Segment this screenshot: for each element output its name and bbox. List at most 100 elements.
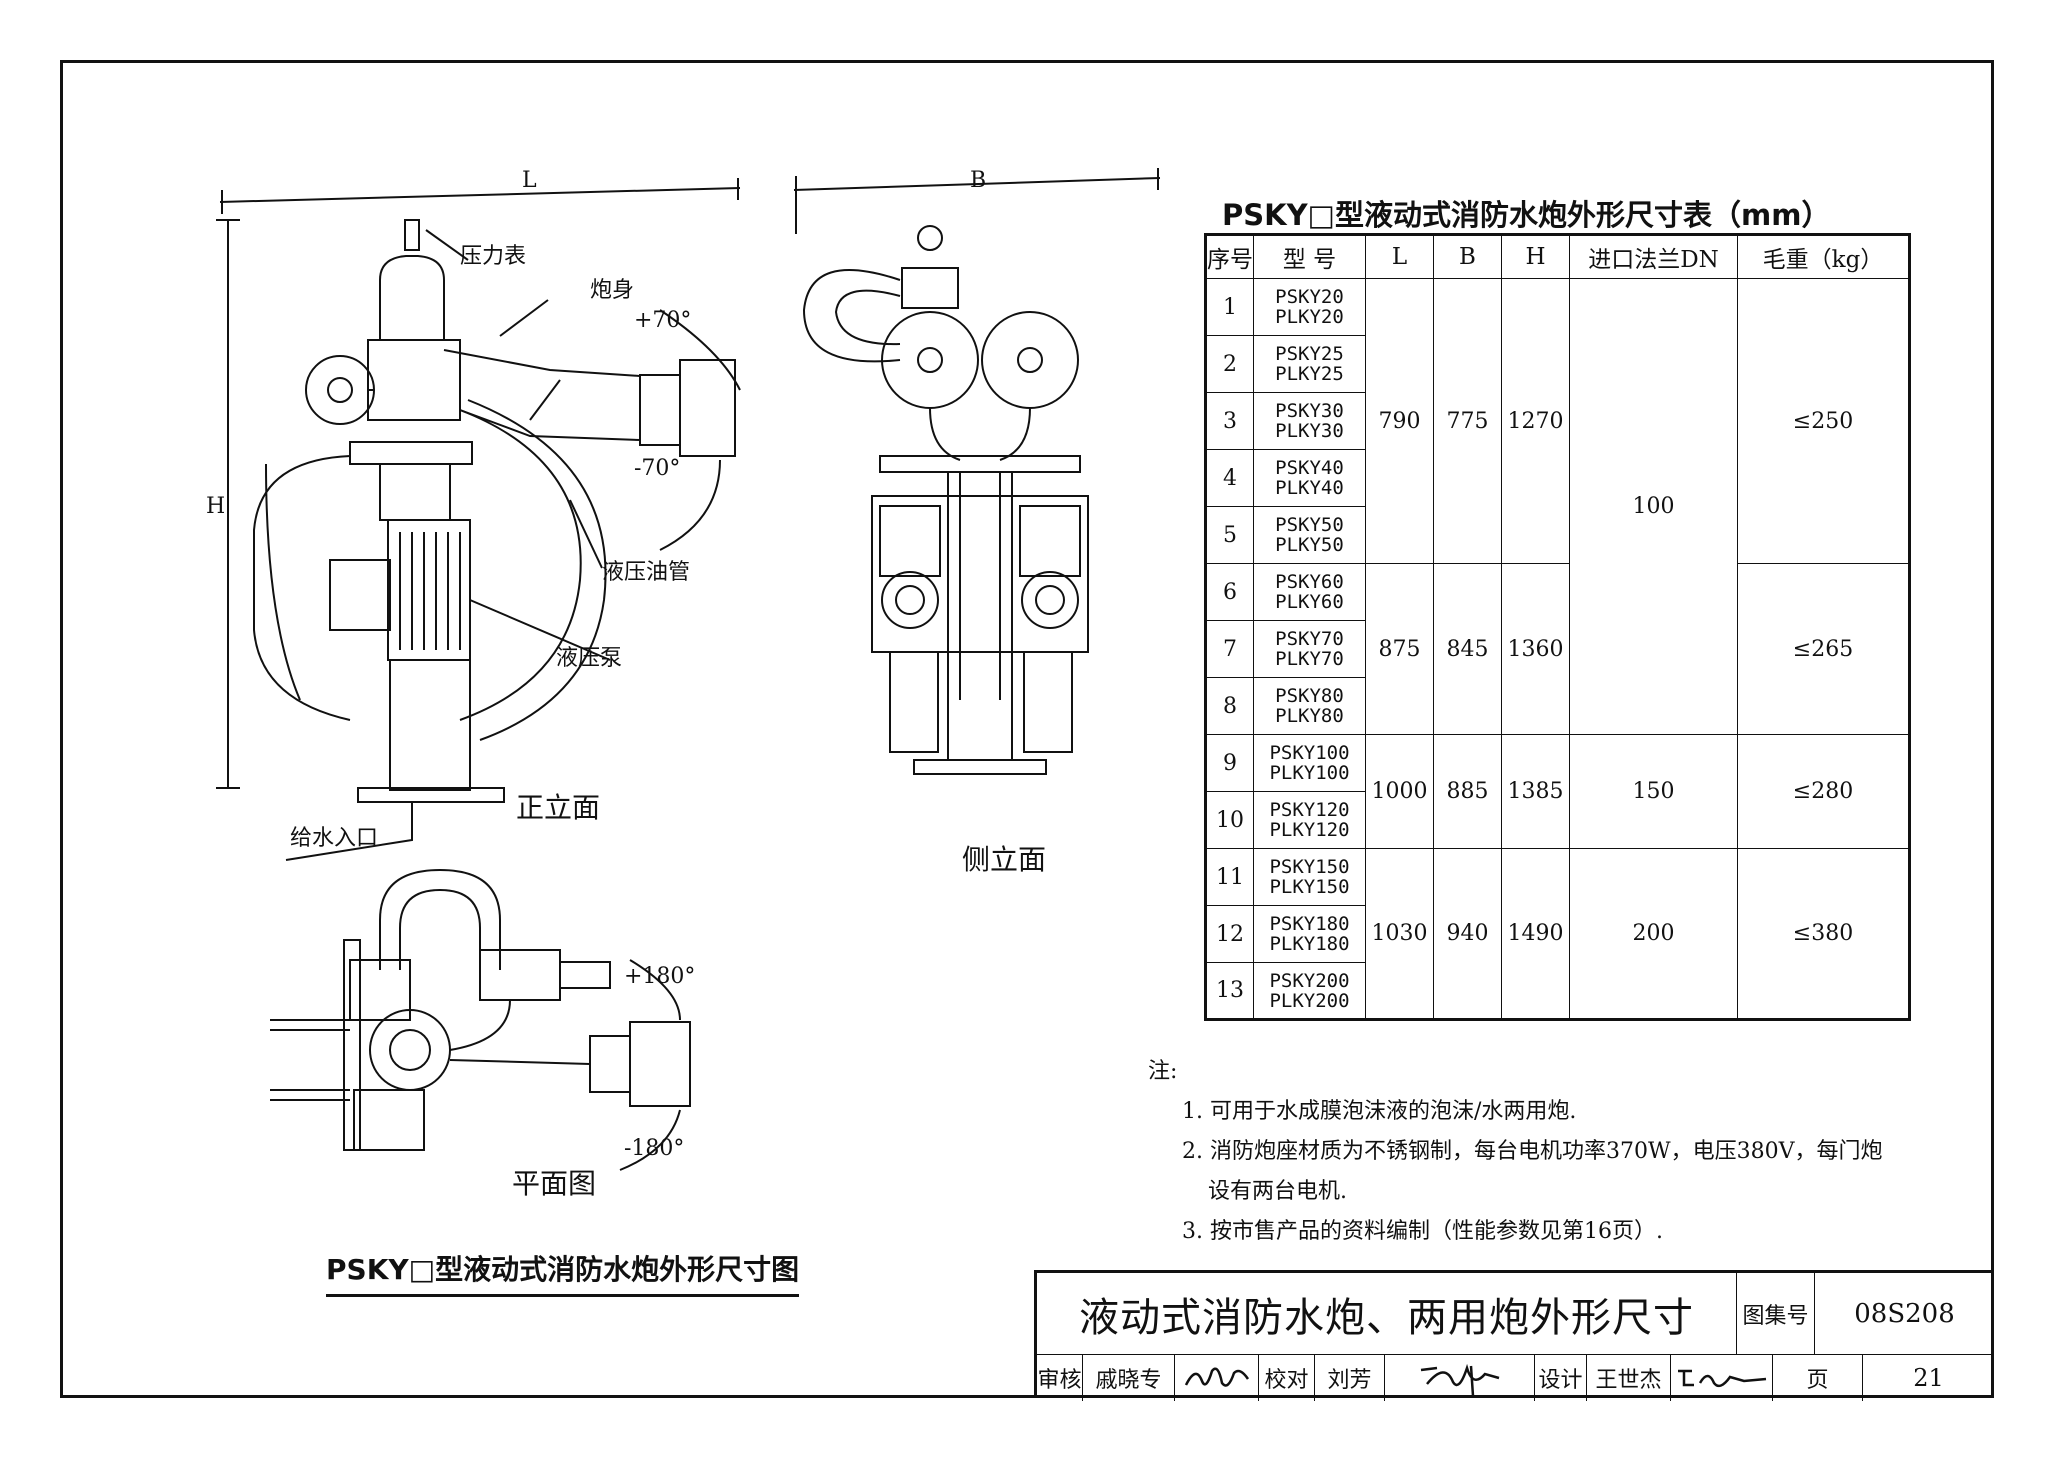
angle-pos-label: +180°: [624, 964, 696, 989]
checker-name: 刘芳: [1315, 1355, 1385, 1401]
cell-dn: 150: [1569, 734, 1738, 849]
plan-view-drawing: [270, 868, 691, 1171]
row-no: 6: [1205, 563, 1254, 621]
row-no: 13: [1205, 962, 1254, 1020]
cell-weight: ≤380: [1737, 848, 1910, 1020]
notes-heading: 注:: [1148, 1059, 1178, 1084]
angle-up-label: +70°: [634, 308, 692, 333]
front-elevation-drawing: [216, 178, 741, 861]
row-no: 1: [1205, 278, 1254, 336]
notes-block: 注: 1. 可用于水成膜泡沫液的泡沫/水两用炮. 2. 消防炮座材质为不锈钢制，…: [1148, 1052, 1908, 1252]
figure-title: PSKY□型液动式消防水炮外形尺寸图: [326, 1248, 800, 1297]
row-no: 4: [1205, 449, 1254, 507]
check-label: 校对: [1259, 1355, 1315, 1401]
cell-weight: ≤250: [1737, 278, 1910, 564]
drawing-title: 液动式消防水炮、两用炮外形尺寸: [1037, 1273, 1737, 1355]
angle-down-label: -70°: [634, 456, 681, 481]
side-elevation-caption: 侧立面: [962, 843, 1047, 876]
col-header-weight: 毛重（kg）: [1737, 234, 1910, 279]
front-elevation-caption: 正立面: [516, 791, 601, 824]
reviewer-signature: [1175, 1355, 1259, 1401]
atlas-label: 图集号: [1737, 1273, 1815, 1355]
drawing-frame: [60, 60, 1994, 1398]
cell-b: 775: [1433, 278, 1502, 564]
dim-b-label: B: [970, 168, 987, 193]
table-title: PSKY□型液动式消防水炮外形尺寸表（mm）: [1222, 198, 1831, 232]
col-header-h: H: [1501, 234, 1570, 279]
row-no: 8: [1205, 677, 1254, 735]
cell-dn: 100: [1569, 278, 1738, 735]
row-no: 10: [1205, 791, 1254, 849]
atlas-number: 08S208: [1815, 1273, 1994, 1355]
note-2: 2. 消防炮座材质为不锈钢制，每台电机功率370W，电压380V，每门炮: [1182, 1139, 1883, 1164]
cell-l: 790: [1365, 278, 1434, 564]
table-header-row: 序号 型 号 L B H 进口法兰DN 毛重（kg）: [1205, 234, 1910, 279]
design-label: 设计: [1535, 1355, 1587, 1401]
plan-view-caption: 平面图: [512, 1167, 597, 1200]
barrel-label: 炮身: [590, 278, 635, 303]
page-number: 21: [1913, 1364, 1944, 1392]
oil-pipe-label: 液压油管: [602, 560, 691, 585]
row-no: 5: [1205, 506, 1254, 564]
dim-l-label: L: [522, 168, 537, 193]
col-header-model: 型 号: [1253, 234, 1366, 279]
cell-l: 875: [1365, 563, 1434, 735]
side-elevation-drawing: [793, 168, 1161, 775]
col-header-dn: 进口法兰DN: [1569, 234, 1738, 279]
inlet-label: 给水入口: [290, 826, 379, 851]
note-3: 3. 按市售产品的资料编制（性能参数见第16页）.: [1182, 1219, 1663, 1244]
col-header-no: 序号: [1205, 234, 1254, 279]
col-header-l: L: [1365, 234, 1434, 279]
page-label: 页: [1773, 1355, 1863, 1401]
cell-l: 1030: [1365, 848, 1434, 1020]
pump-label: 液压泵: [556, 646, 623, 671]
dim-h-label: H: [206, 494, 226, 519]
row-no: 9: [1205, 734, 1254, 792]
col-header-b: B: [1433, 234, 1502, 279]
cell-dn: 200: [1569, 848, 1738, 1020]
designer-signature: [1671, 1355, 1773, 1401]
cell-h: 1490: [1501, 848, 1570, 1020]
row-no: 11: [1205, 848, 1254, 906]
cell-weight: ≤265: [1737, 563, 1910, 735]
row-no: 7: [1205, 620, 1254, 678]
note-1: 1. 可用于水成膜泡沫液的泡沫/水两用炮.: [1182, 1099, 1577, 1124]
cell-h: 1360: [1501, 563, 1570, 735]
pressure-gauge-label: 压力表: [460, 244, 527, 269]
angle-neg-label: -180°: [624, 1136, 685, 1161]
cell-b: 885: [1433, 734, 1502, 849]
title-block: 液动式消防水炮、两用炮外形尺寸 图集号 08S208 审核 戚晓专 校对 刘芳 …: [1034, 1270, 1994, 1401]
cell-b: 845: [1433, 563, 1502, 735]
cell-l: 1000: [1365, 734, 1434, 849]
note-2-cont: 设有两台电机.: [1208, 1179, 1347, 1204]
reviewer-name: 戚晓专: [1083, 1355, 1175, 1401]
checker-signature: [1385, 1355, 1535, 1401]
row-no: 2: [1205, 335, 1254, 393]
cell-h: 1270: [1501, 278, 1570, 564]
row-no: 3: [1205, 392, 1254, 450]
cell-weight: ≤280: [1737, 734, 1910, 849]
row-no: 12: [1205, 905, 1254, 963]
review-label: 审核: [1037, 1355, 1083, 1401]
designer-name: 王世杰: [1587, 1355, 1671, 1401]
cell-b: 940: [1433, 848, 1502, 1020]
